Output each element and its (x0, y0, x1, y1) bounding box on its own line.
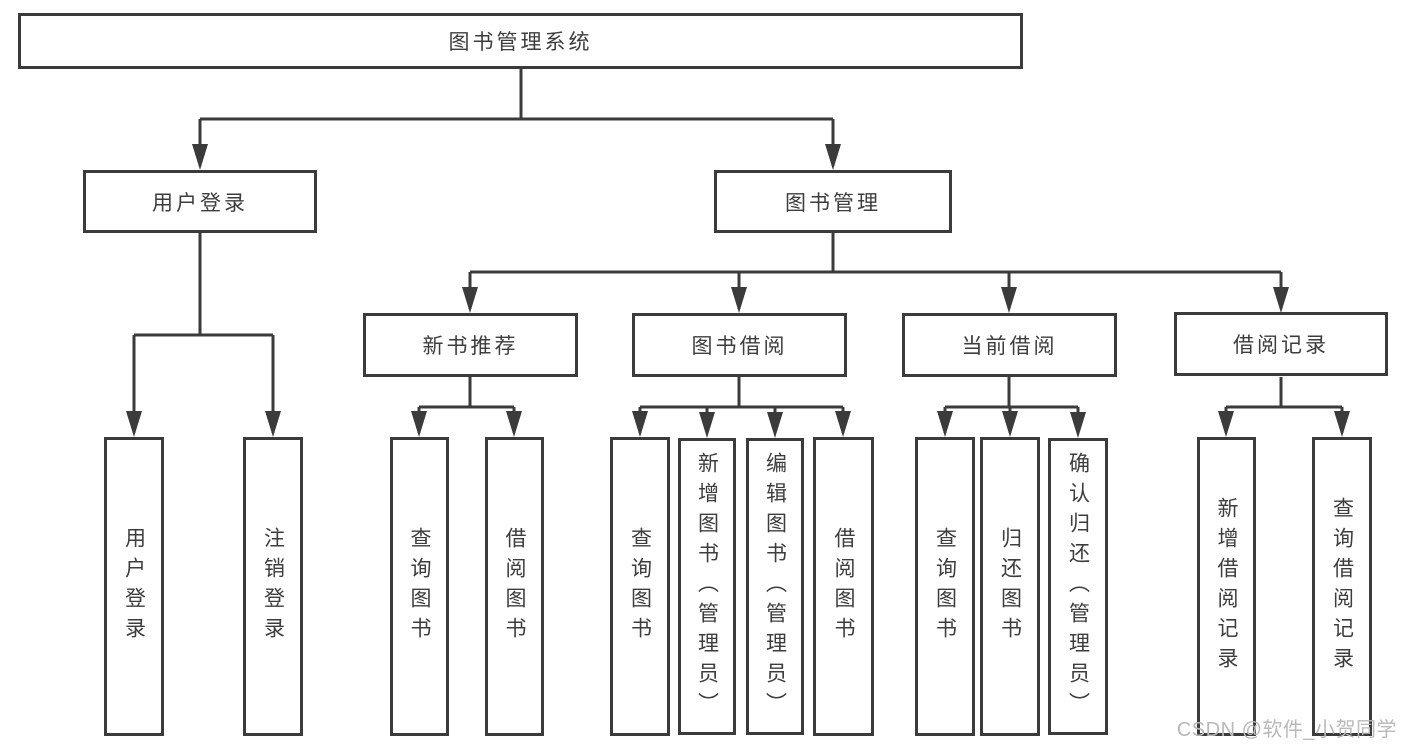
leaf-label: 用户登录 (122, 526, 146, 647)
leaf-return-books: 归还图书 (980, 437, 1040, 736)
branch-user-login: 用户登录 (83, 170, 317, 233)
connector-book-mgmt-to-groups (468, 233, 1283, 309)
group-label: 借阅记录 (1233, 334, 1329, 357)
connector-user-login-to-leaves (132, 233, 275, 433)
leaf-label: 注销登录 (261, 526, 285, 647)
connector-records-to-leaves (1224, 377, 1344, 433)
leaf-user-login: 用户登录 (104, 437, 164, 736)
leaf-label: 归还图书 (998, 526, 1022, 647)
leaf-query-books-current: 查询图书 (915, 437, 975, 736)
leaf-confirm-return-admin: 确认归还（管理员） (1048, 438, 1108, 735)
group-borrow-records: 借阅记录 (1174, 312, 1388, 376)
leaf-label: 查询图书 (628, 526, 652, 647)
group-label: 新书推荐 (422, 335, 519, 358)
group-book-borrowing: 图书借阅 (632, 313, 847, 377)
leaf-add-borrow-record: 新增借阅记录 (1197, 437, 1256, 736)
arrowheads (126, 144, 1350, 438)
connector-recommend-to-leaves (417, 377, 516, 433)
leaf-query-books-recommend: 查询图书 (390, 437, 449, 736)
group-label: 图书借阅 (691, 335, 788, 358)
leaf-edit-books-admin: 编辑图书（管理员） (746, 438, 804, 735)
leaf-query-books-borrowing: 查询图书 (610, 437, 670, 736)
leaf-label: 编辑图书（管理员） (763, 451, 787, 722)
leaf-borrow-books-recommend: 借阅图书 (485, 437, 544, 736)
leaf-label: 借阅图书 (503, 526, 526, 647)
leaf-label: 新增借阅记录 (1215, 496, 1238, 677)
leaf-add-books-admin: 新增图书（管理员） (678, 438, 736, 735)
leaf-borrow-books-borrowing: 借阅图书 (813, 437, 874, 736)
connector-borrowing-to-leaves (638, 377, 845, 433)
leaf-label: 确认归还（管理员） (1066, 451, 1090, 722)
leaf-label: 查询借阅记录 (1330, 496, 1354, 677)
branch-book-management: 图书管理 (714, 170, 952, 233)
csdn-watermark: CSDN @软件_小贺同学 (1176, 719, 1397, 741)
leaf-query-borrow-record: 查询借阅记录 (1312, 437, 1372, 736)
leaf-label: 新增图书（管理员） (695, 451, 719, 722)
leaf-logout-login: 注销登录 (243, 437, 303, 736)
branch-user-login-label: 用户登录 (152, 191, 248, 215)
leaf-label: 借阅图书 (832, 526, 855, 647)
root-label: 图书管理系统 (448, 31, 593, 54)
node-library-management-system: 图书管理系统 (18, 13, 1023, 69)
group-current-borrow: 当前借阅 (902, 313, 1117, 377)
connector-root-to-level2 (198, 69, 835, 166)
leaf-label: 查询图书 (933, 526, 957, 647)
group-new-book-recommend: 新书推荐 (363, 313, 578, 377)
branch-book-management-label: 图书管理 (785, 191, 881, 215)
group-label: 当前借阅 (961, 335, 1058, 358)
leaf-label: 查询图书 (408, 526, 431, 647)
